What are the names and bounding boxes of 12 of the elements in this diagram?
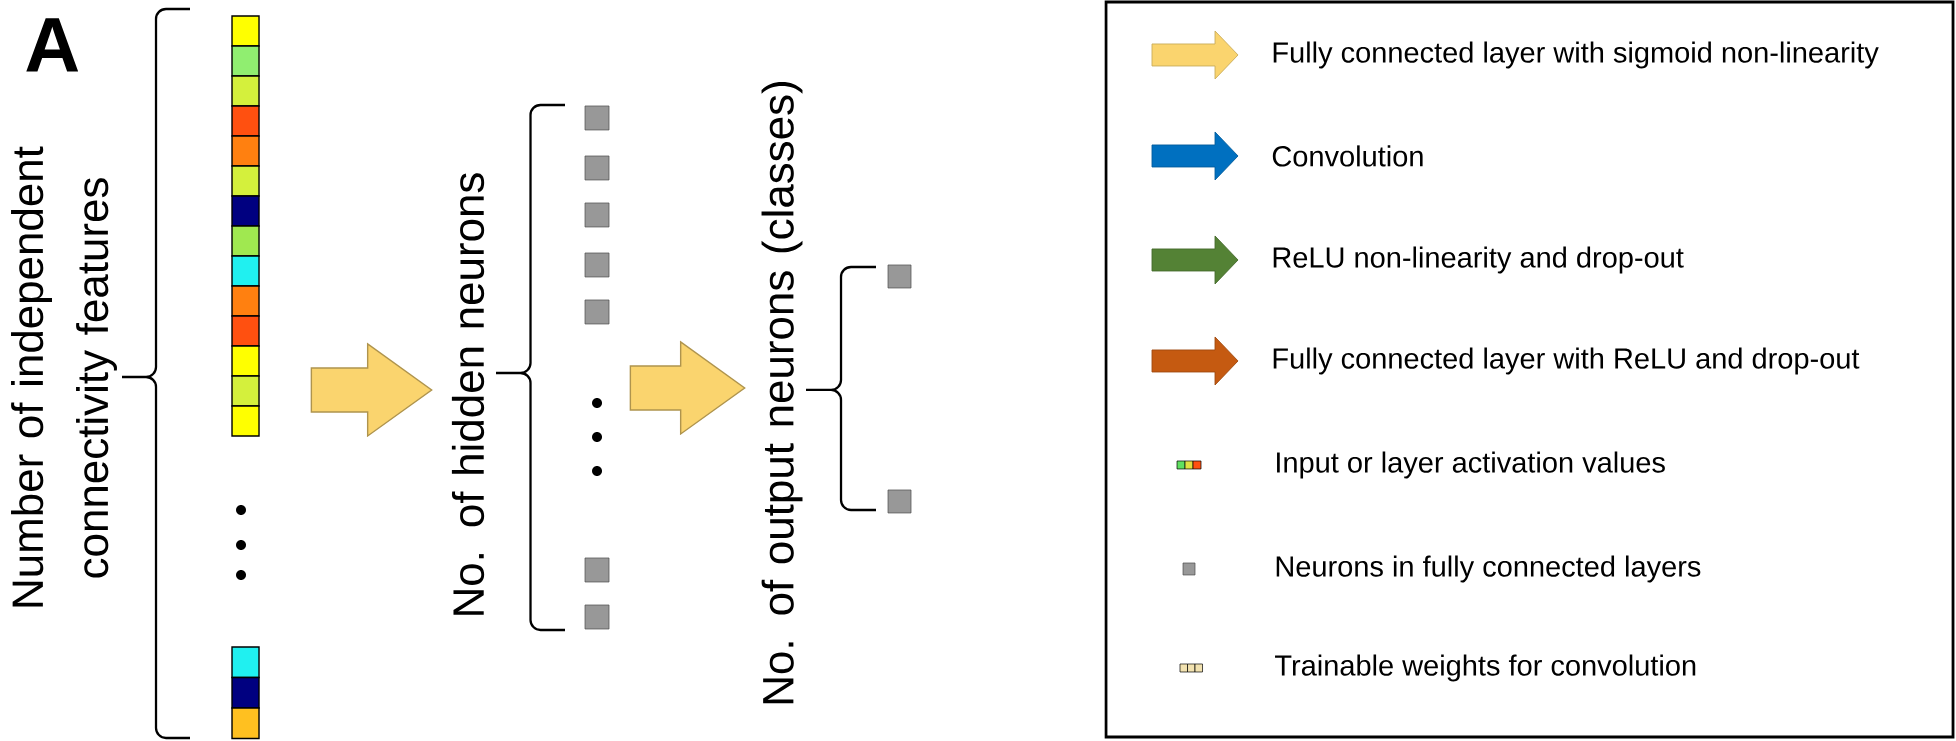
legend-text: Fully connected layer with sigmoid non-linearity (1273, 41, 1879, 69)
legend-text: Input or layer activation values (1277, 451, 1665, 479)
legend-text: Convolution (1272, 145, 1423, 167)
legend-text: Neurons in fully connected layers (1276, 555, 1701, 583)
legend-text: Trainable weights for convolution (1275, 654, 1696, 682)
layer-label: No. of hidden neurons (451, 173, 485, 615)
layer-label: Number of independent connectivity features (11, 146, 117, 607)
block-arrow (310, 342, 433, 438)
block-arrow (629, 340, 746, 436)
layer-label: No. of output neurons (classes) (761, 82, 803, 704)
legend-text: ReLU non-linearity and drop-out (1273, 246, 1684, 274)
legend-text: Fully connected layer with ReLU and drop-out (1273, 347, 1860, 375)
